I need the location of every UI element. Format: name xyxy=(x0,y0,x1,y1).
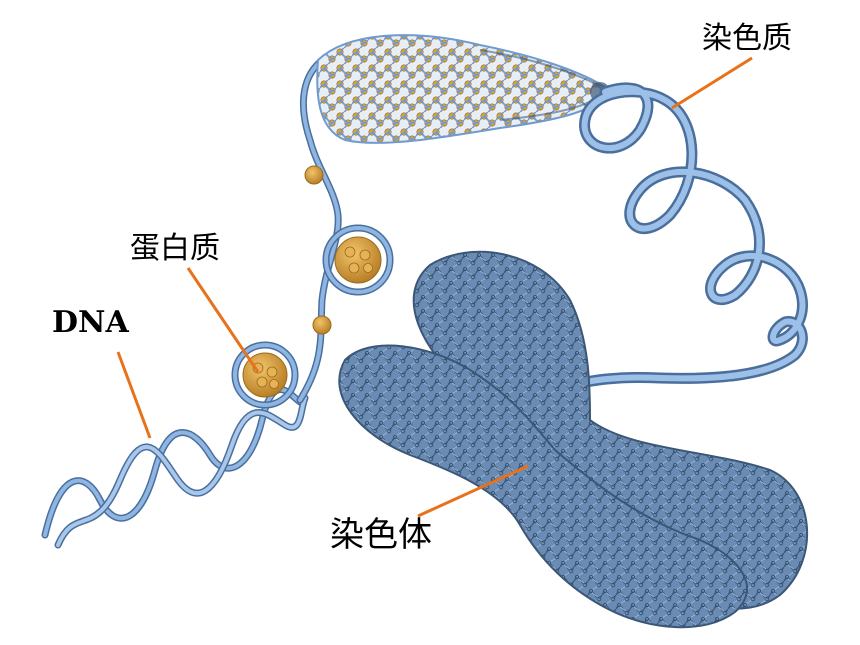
label-dna: DNA xyxy=(52,305,129,340)
chromatid-left xyxy=(338,344,748,629)
leader-lines xyxy=(116,56,753,518)
nucleosome-lower xyxy=(231,341,299,409)
dna-strand-b xyxy=(54,394,309,549)
protein-bead-small-1 xyxy=(312,315,332,335)
chromatin-fiber xyxy=(316,34,612,144)
leader-line-dna xyxy=(116,351,152,439)
dna-strand-a-light xyxy=(43,387,302,537)
chromosome xyxy=(338,250,809,629)
dna-double-helix xyxy=(41,386,309,549)
coiled-chromatin-strand xyxy=(569,82,808,391)
dna-strand-b-light xyxy=(56,396,307,547)
leader-line-chromatin xyxy=(671,56,753,110)
label-protein: 蛋白质 xyxy=(130,231,220,266)
label-chromatin: 染色质 xyxy=(702,21,792,56)
protein-bead-small-2 xyxy=(304,165,324,185)
nucleosome-middle xyxy=(322,224,394,296)
leader-line-protein xyxy=(186,267,260,373)
label-chromosome: 染色体 xyxy=(330,515,432,555)
leader-line-chromosome xyxy=(417,464,529,518)
